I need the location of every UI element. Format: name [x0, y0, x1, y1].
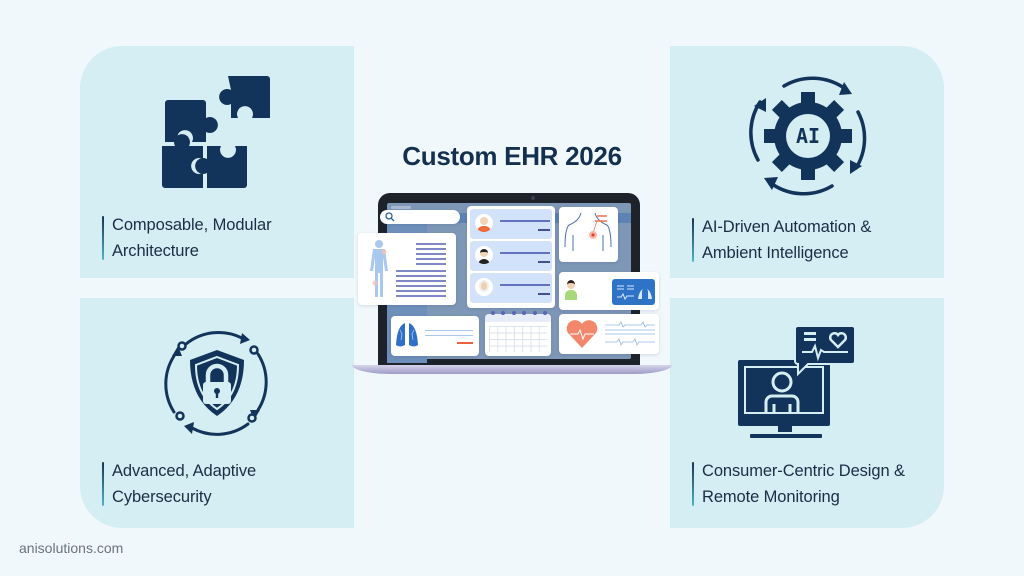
- human-body-icon: [370, 240, 388, 297]
- ehr-dashboard-illustration: [352, 193, 672, 378]
- patient-list-panel: [467, 206, 555, 308]
- patient-avatar: [565, 280, 577, 302]
- accent-bar: [692, 218, 694, 262]
- heart-ecg-panel: [559, 314, 659, 354]
- feature-title-line2: Architecture: [112, 242, 199, 260]
- feature-card-composable: Composable, Modular Architecture: [80, 46, 354, 278]
- page-title: Custom EHR 2026: [402, 141, 622, 171]
- lungs-scan-panel: [391, 316, 479, 356]
- body-chart-panel: [358, 233, 456, 305]
- ai-label: AI: [796, 124, 820, 148]
- calendar-panel: [485, 311, 551, 356]
- feature-title-line1: AI-Driven Automation &: [702, 218, 872, 236]
- heart-ecg-icon: [566, 320, 598, 348]
- patient-row: [470, 241, 552, 271]
- calendar-rings: [491, 311, 547, 315]
- shield-lock-cycle-icon: [164, 330, 268, 436]
- feature-title-line2: Ambient Intelligence: [702, 244, 849, 262]
- ai-gear-cycle-icon: AI: [749, 76, 867, 196]
- feature-label: Advanced, Adaptive Cybersecurity: [102, 458, 256, 510]
- patient-row: [470, 209, 552, 239]
- chest-anatomy-panel: [559, 207, 618, 262]
- ecg-lines: [605, 321, 655, 346]
- feature-card-ai: AI AI-Driven Automation & Ambient Intell…: [670, 46, 944, 278]
- laptop-base: [352, 365, 672, 374]
- feature-title-line1: Advanced, Adaptive: [112, 462, 257, 480]
- feature-title-line2: Remote Monitoring: [702, 488, 840, 506]
- feature-label: AI-Driven Automation & Ambient Intellige…: [692, 214, 871, 266]
- camera-dot: [531, 196, 535, 200]
- patient-report-panel: [559, 272, 659, 310]
- feature-title-line2: Cybersecurity: [112, 488, 212, 506]
- feature-label: Composable, Modular Architecture: [102, 212, 272, 264]
- patient-avatar: [475, 246, 493, 264]
- search-bar-panel: [380, 210, 460, 224]
- feature-title-line1: Consumer-Centric Design &: [702, 462, 905, 480]
- patient-avatar: [475, 278, 493, 296]
- search-icon: [385, 212, 395, 222]
- feature-card-remote-monitoring: Consumer-Centric Design & Remote Monitor…: [670, 298, 944, 528]
- feature-title-line1: Composable, Modular: [112, 216, 272, 234]
- feature-label: Consumer-Centric Design & Remote Monitor…: [692, 458, 905, 510]
- lungs-report-badge: [612, 279, 655, 305]
- site-url[interactable]: anisolutions.com: [19, 540, 124, 556]
- lungs-scan-icon: [396, 323, 418, 347]
- feature-card-cybersecurity: Advanced, Adaptive Cybersecurity: [80, 298, 354, 528]
- monitor-patient-heartbeat-icon: [738, 326, 856, 438]
- accent-bar: [102, 462, 104, 506]
- accent-bar: [102, 216, 104, 260]
- accent-bar: [692, 462, 694, 506]
- lungs-icon: [617, 285, 652, 301]
- calendar-grid: [489, 326, 547, 352]
- patient-avatar: [475, 214, 493, 232]
- torso-icon: [564, 212, 612, 251]
- puzzle-pieces-icon: [162, 76, 270, 188]
- patient-row: [470, 273, 552, 303]
